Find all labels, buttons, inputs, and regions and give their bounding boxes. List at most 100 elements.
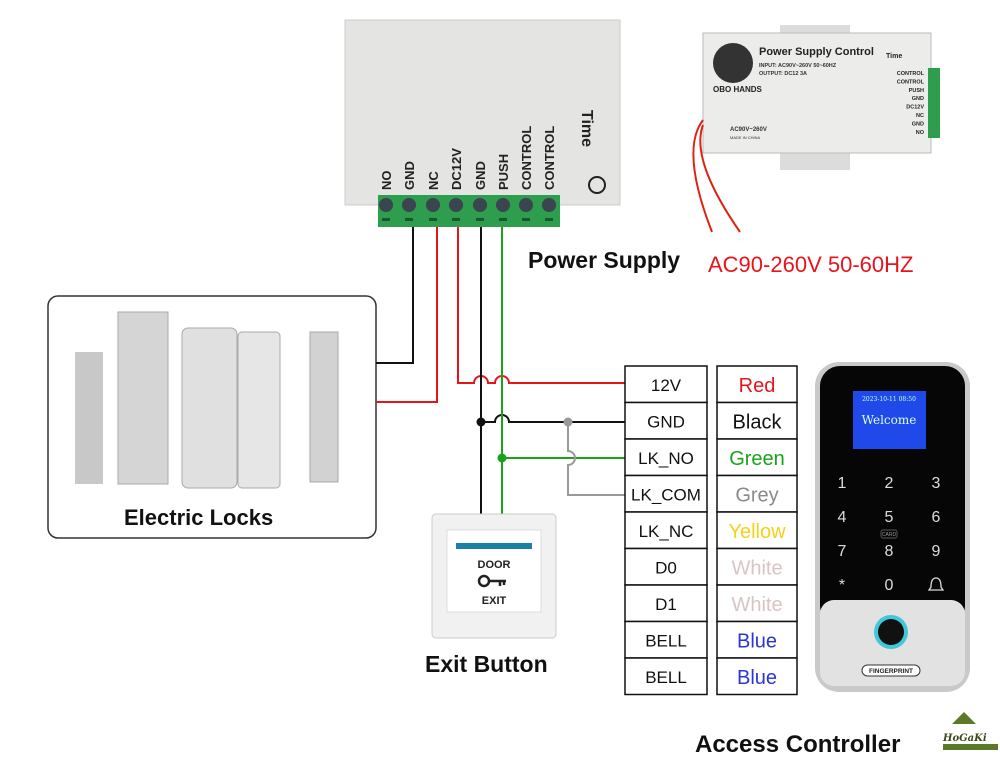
power-supply-caption: Power Supply <box>528 247 680 273</box>
terminal-label: DC12V <box>449 148 464 190</box>
psu-photo-terminal: PUSH <box>909 88 924 94</box>
keypad-key[interactable]: 2 <box>885 475 894 492</box>
terminal-screw <box>542 198 556 212</box>
keypad-key[interactable]: 0 <box>885 577 894 594</box>
terminal-label: NO <box>379 171 394 191</box>
terminal-label: CONTROL <box>519 126 534 190</box>
time-knob-icon <box>588 176 606 194</box>
hogaki-logo: HoGaKi <box>942 712 998 750</box>
terminal-screw <box>496 198 510 212</box>
fingerprint-label: FINGERPRINT <box>869 668 913 675</box>
wire-gnd-lock <box>376 227 414 364</box>
wire-color-name: Black <box>733 412 783 434</box>
terminal-screw <box>402 198 416 212</box>
keypad-key[interactable]: 9 <box>932 543 941 560</box>
magnetic-lock <box>117 311 169 485</box>
bolt-lock-side <box>237 331 281 489</box>
keypad-key[interactable]: 6 <box>932 509 941 526</box>
screen-welcome: Welcome <box>862 413 917 427</box>
keypad-key[interactable]: 5 <box>885 509 894 526</box>
access-controller-caption: Access Controller <box>695 731 900 758</box>
wiring-table-row: D1 White <box>624 584 798 623</box>
junction-dot <box>476 417 486 427</box>
junction-dot <box>497 453 507 463</box>
terminal-label: PUSH <box>496 154 511 190</box>
access-controller: 2023-10-11 08:50 Welcome 1 2 3 4 5 6 7 8 9 * 0 CAR… <box>815 362 970 692</box>
psu-title: Power Supply Control <box>759 46 874 58</box>
psu-made: MADE IN CHINA <box>730 135 761 140</box>
wire-lk-com <box>567 422 625 496</box>
wire-color-name: Yellow <box>728 521 786 543</box>
card-label: CARD <box>882 532 897 538</box>
lock-plate <box>75 352 103 484</box>
psu-time: Time <box>886 53 902 60</box>
terminal-label: GND <box>402 161 417 190</box>
psu-photo-terminal: GND <box>912 96 924 102</box>
wire-color-name: Blue <box>737 667 777 689</box>
exit-button: DOOR EXIT <box>431 513 557 639</box>
keypad-key[interactable]: 8 <box>885 543 894 560</box>
electric-locks-caption: Electric Locks <box>124 505 273 530</box>
psu-photo-terminal: NO <box>916 130 925 136</box>
keypad-key[interactable]: 7 <box>838 543 847 560</box>
screen-datetime: 2023-10-11 08:50 <box>862 396 916 403</box>
exit-button-caption: Exit Button <box>425 651 548 677</box>
wire-color-name: Blue <box>737 631 777 653</box>
keypad-key[interactable]: 3 <box>932 475 941 492</box>
terminal-label: NC <box>426 171 441 190</box>
keypad-key[interactable]: * <box>839 577 845 594</box>
time-label: Time <box>578 110 595 147</box>
exit-line2: EXIT <box>482 595 507 607</box>
wire-color-name: White <box>731 594 782 616</box>
psu-photo-terminal: CONTROL <box>897 79 925 85</box>
psu-input: INPUT: AC90V~260V 50~60HZ <box>759 63 837 69</box>
lcd-screen <box>853 391 926 449</box>
keypad-key[interactable]: 1 <box>838 475 847 492</box>
psu-photo-terminal: DC12V <box>906 105 924 111</box>
terminal-name: BELL <box>645 632 687 651</box>
key-icon <box>477 574 506 588</box>
wire-color-name: Green <box>729 448 785 470</box>
wiring-table-row: 12V Red <box>624 365 798 404</box>
psu-photo-terminal: CONTROL <box>897 71 925 77</box>
terminal-screw <box>473 198 487 212</box>
obo-hands-logo <box>713 43 753 83</box>
exit-line1: DOOR <box>478 559 511 571</box>
terminal-screw <box>519 198 533 212</box>
terminal-name: D0 <box>655 559 677 578</box>
ac-input-label: AC90-260V 50-60HZ <box>708 252 913 277</box>
terminal-name: LK_NO <box>638 449 694 468</box>
wire-color-name: Red <box>739 375 776 397</box>
terminal-label: CONTROL <box>542 126 557 190</box>
logo-text: HoGaKi <box>942 733 987 744</box>
terminal-name: LK_NC <box>639 522 694 541</box>
terminal-name: D1 <box>655 595 677 614</box>
terminal-screw <box>379 198 393 212</box>
terminal-name: 12V <box>651 376 682 395</box>
power-supply-unit: NO GND NC DC12V GND PUSH CONTROL CONTROL Time <box>344 19 621 227</box>
terminal-screw <box>426 198 440 212</box>
psu-brand: OBO HANDS <box>713 85 763 94</box>
wiring-table-row: BELL Blue <box>624 657 798 696</box>
wire-12v <box>457 227 625 384</box>
electric-strike <box>309 331 339 483</box>
bell-icon[interactable] <box>927 577 945 591</box>
wires <box>376 227 625 514</box>
electric-locks-panel: Electric Locks <box>47 295 377 539</box>
terminal-label: GND <box>473 161 488 190</box>
wire-nc-lock <box>376 227 438 403</box>
terminal-screw <box>449 198 463 212</box>
wire-color-name: Grey <box>735 485 778 507</box>
keypad-key[interactable]: 4 <box>838 509 847 526</box>
psu-output: OUTPUT: DC12 3A <box>759 71 807 77</box>
terminal-name: BELL <box>645 668 687 687</box>
wiring-table-row: LK_NC Yellow <box>624 511 798 550</box>
bolt-lock <box>181 327 238 489</box>
psu-ac: AC90V~260V <box>730 127 767 133</box>
